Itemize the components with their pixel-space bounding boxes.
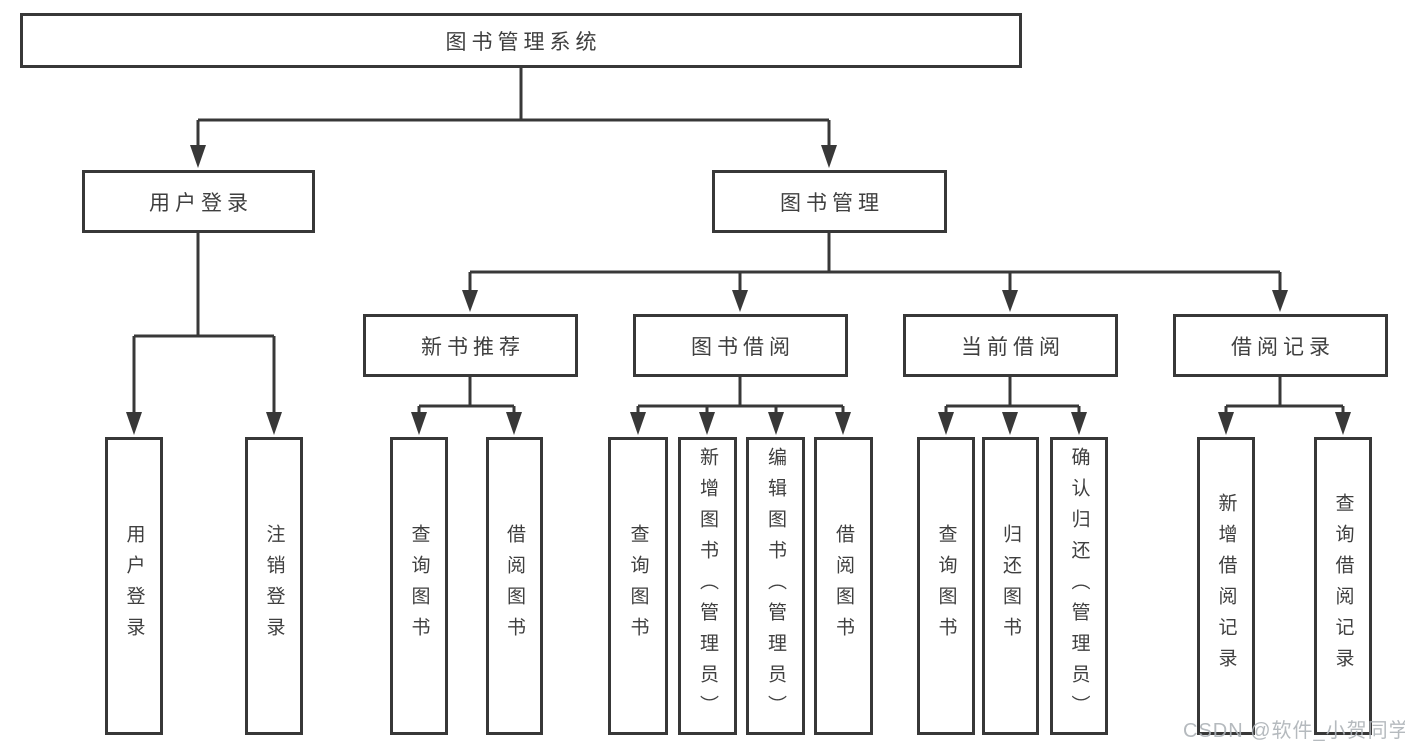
leaf-newbook-query-book-label: 查询图书 <box>408 524 430 648</box>
node-book-borrow-label: 图书借阅 <box>691 335 795 359</box>
leaf-user-login-label: 用户登录 <box>123 524 145 648</box>
leaf-borrow-borrow-book-label: 借阅图书 <box>833 524 854 648</box>
leaf-records-add-record-label: 新增借阅记录 <box>1215 493 1237 679</box>
leaf-current-return-book: 归还图书 <box>982 437 1039 735</box>
node-borrow-records: 借阅记录 <box>1173 314 1388 377</box>
leaf-current-confirm-return-admin: 确认归还（管理员） <box>1050 437 1108 735</box>
node-user-login: 用户登录 <box>82 170 315 233</box>
node-library-system: 图书管理系统 <box>20 13 1022 68</box>
leaf-borrow-borrow-book: 借阅图书 <box>814 437 873 735</box>
connector-strokes <box>132 68 1345 413</box>
leaf-user-login: 用户登录 <box>105 437 163 735</box>
leaf-current-query-book: 查询图书 <box>917 437 975 735</box>
leaf-current-return-book-label: 归还图书 <box>1000 524 1021 648</box>
leaf-borrow-add-book-admin: 新增图书（管理员） <box>678 437 737 735</box>
arrowheads <box>126 145 1351 435</box>
leaf-records-add-record: 新增借阅记录 <box>1197 437 1255 735</box>
leaf-newbook-borrow-book-label: 借阅图书 <box>504 524 525 648</box>
leaf-borrow-edit-book-admin: 编辑图书（管理员） <box>746 437 805 735</box>
node-user-login-label: 用户登录 <box>149 191 253 215</box>
node-new-book-recommend-label: 新书推荐 <box>421 335 525 359</box>
leaf-records-query-record: 查询借阅记录 <box>1314 437 1372 735</box>
leaf-borrow-query-book-label: 查询图书 <box>627 524 649 648</box>
leaf-current-query-book-label: 查询图书 <box>935 524 957 648</box>
csdn-watermark: CSDN @软件_小贺同学 <box>1183 720 1405 742</box>
node-book-borrow: 图书借阅 <box>633 314 848 377</box>
leaf-logout: 注销登录 <box>245 437 303 735</box>
leaf-logout-label: 注销登录 <box>263 524 285 648</box>
node-book-management: 图书管理 <box>712 170 947 233</box>
leaf-borrow-query-book: 查询图书 <box>608 437 668 735</box>
leaf-current-confirm-return-admin-label: 确认归还（管理员） <box>1068 446 1090 726</box>
node-book-management-label: 图书管理 <box>780 191 884 215</box>
node-borrow-records-label: 借阅记录 <box>1231 335 1335 359</box>
leaf-borrow-add-book-admin-label: 新增图书（管理员） <box>697 446 718 726</box>
node-new-book-recommend: 新书推荐 <box>363 314 578 377</box>
leaf-newbook-query-book: 查询图书 <box>390 437 448 735</box>
leaf-newbook-borrow-book: 借阅图书 <box>486 437 543 735</box>
node-library-system-label: 图书管理系统 <box>445 30 602 54</box>
leaf-records-query-record-label: 查询借阅记录 <box>1332 493 1354 679</box>
node-current-borrow-label: 当前借阅 <box>961 335 1065 359</box>
node-current-borrow: 当前借阅 <box>903 314 1118 377</box>
leaf-borrow-edit-book-admin-label: 编辑图书（管理员） <box>765 446 786 726</box>
